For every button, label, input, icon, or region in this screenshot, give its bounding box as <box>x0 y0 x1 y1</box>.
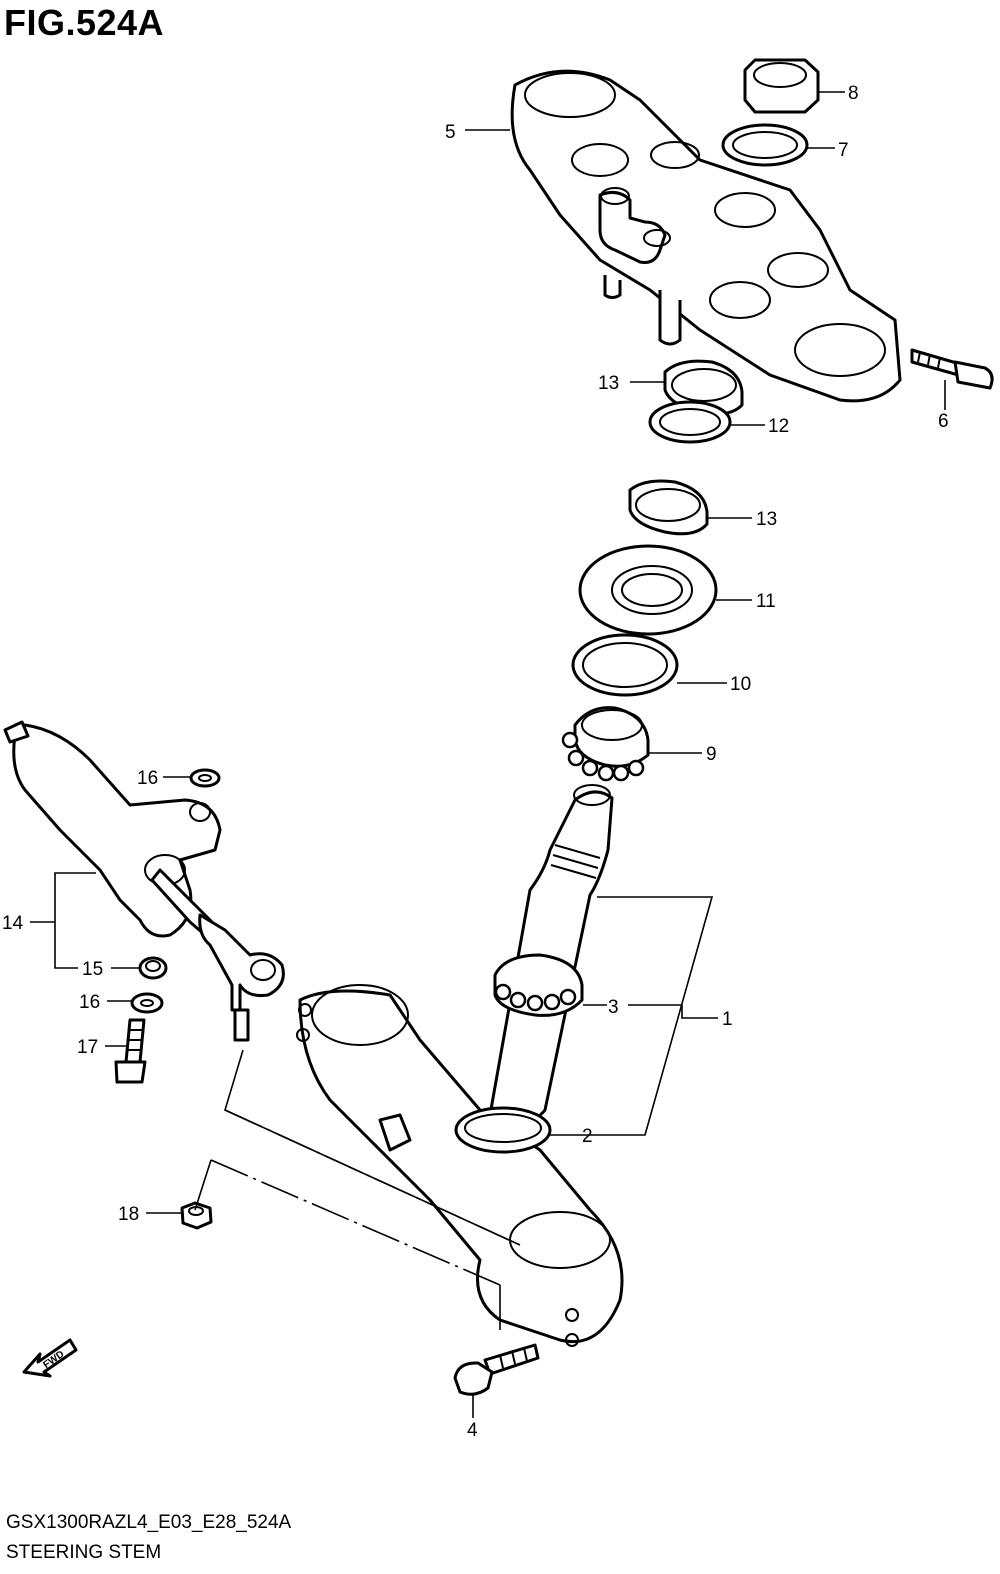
callout-18: 18 <box>118 1204 139 1225</box>
upper-bearing <box>561 706 650 782</box>
o-ring <box>571 633 679 697</box>
leader-lines <box>30 91 946 1418</box>
clamp-bolt <box>453 1343 540 1396</box>
callout-5: 5 <box>445 122 456 143</box>
callout-12: 12 <box>768 416 789 437</box>
lower-bearing <box>493 953 584 1017</box>
callout-16-lower: 16 <box>79 992 100 1013</box>
callout-7: 7 <box>838 140 849 161</box>
callout-11: 11 <box>756 591 776 612</box>
callout-13-lower: 13 <box>756 509 777 530</box>
washer-upper <box>189 768 221 788</box>
washer <box>721 123 809 167</box>
callout-9: 9 <box>706 744 717 765</box>
stem-head-nut <box>743 58 820 114</box>
callout-2: 2 <box>582 1126 593 1147</box>
callout-14: 14 <box>2 913 24 934</box>
callout-4: 4 <box>467 1420 478 1441</box>
washer-lower <box>130 992 164 1014</box>
lock-washer <box>648 400 732 444</box>
callout-10: 10 <box>730 674 751 695</box>
lock-nut-lower <box>628 479 709 536</box>
section-name: STEERING STEM <box>6 1542 162 1563</box>
damper-bolt <box>114 1018 147 1084</box>
model-code: GSX1300RAZL4_E03_E28_524A <box>6 1512 292 1533</box>
alignment-lines <box>194 1049 521 1330</box>
fwd-direction-arrow: FWD <box>22 1338 78 1378</box>
callout-16-upper: 16 <box>137 768 158 789</box>
callout-labels: 1 2 3 4 5 6 7 8 9 10 11 12 13 13 14 15 1… <box>2 83 949 1441</box>
callout-1: 1 <box>722 1009 733 1030</box>
callout-17: 17 <box>77 1037 98 1058</box>
callout-3: 3 <box>608 997 619 1018</box>
steering-damper <box>3 720 285 1042</box>
callout-6: 6 <box>938 411 949 432</box>
callout-8: 8 <box>848 83 859 104</box>
lower-dust-seal <box>454 1106 552 1154</box>
damper-nut <box>180 1201 213 1230</box>
callout-15: 15 <box>82 959 103 980</box>
bushing <box>138 956 168 980</box>
bracket-bolt <box>910 348 994 390</box>
figure-title: FIG.524A <box>4 2 165 43</box>
callout-13-upper: 13 <box>598 373 619 394</box>
dust-seal <box>578 544 718 636</box>
steering-stem-lower-bracket <box>296 784 624 1347</box>
upper-bracket <box>510 69 902 403</box>
